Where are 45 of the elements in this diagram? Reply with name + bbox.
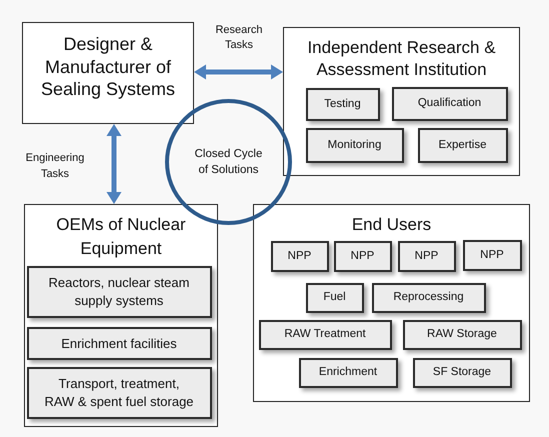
facility-box xyxy=(402,320,522,350)
equipment-label: Enrichment facilities xyxy=(61,334,177,352)
organization-name: OEMs of Nuclear Equipment xyxy=(55,214,187,260)
facility-label: NPP xyxy=(414,248,438,264)
facility-box xyxy=(258,320,392,350)
service-label: Monitoring xyxy=(328,138,382,152)
facility-box xyxy=(412,358,512,388)
organization-box xyxy=(24,204,218,427)
facility-label: Enrichment xyxy=(318,365,378,380)
service-box xyxy=(392,86,508,120)
organization-box xyxy=(283,27,520,176)
organization-name: Designer & Manufacturer of Sealing Systems xyxy=(40,33,176,100)
service-box xyxy=(418,128,508,162)
facility-box xyxy=(306,282,364,312)
facility-box xyxy=(372,282,486,312)
double-arrow xyxy=(194,64,283,80)
service-box xyxy=(306,128,404,162)
facility-box xyxy=(398,240,456,272)
organization-box xyxy=(22,22,194,124)
facility-label: NPP xyxy=(288,248,312,264)
cycle-label: Closed Cycle of Solutions xyxy=(194,147,264,178)
organization-box xyxy=(253,204,530,402)
service-box xyxy=(306,88,380,120)
facility-label: Fuel xyxy=(323,290,346,305)
facility-label: NPP xyxy=(480,248,504,262)
facility-label: Reprocessing xyxy=(393,290,464,305)
equipment-label: Transport, treatment, RAW & spent fuel storage xyxy=(43,374,195,410)
facility-box xyxy=(462,240,522,270)
equipment-box xyxy=(26,266,212,318)
organization-name: Independent Research & Assessment Institution xyxy=(306,37,497,81)
organization-name: End Users xyxy=(352,214,432,236)
facility-label: NPP xyxy=(350,248,374,264)
facility-box xyxy=(270,240,328,272)
facility-label: RAW Storage xyxy=(427,327,497,342)
facility-box xyxy=(334,240,392,272)
facility-label: RAW Treatment xyxy=(284,327,366,342)
service-label: Expertise xyxy=(438,138,486,152)
service-label: Qualification xyxy=(418,96,482,111)
service-label: Testing xyxy=(324,96,361,112)
equipment-label: Reactors, nuclear steam supply systems xyxy=(48,274,190,310)
double-arrow xyxy=(106,124,122,204)
equipment-box xyxy=(26,326,212,360)
facility-box xyxy=(298,358,398,388)
equipment-box xyxy=(26,366,212,418)
facility-label: SF Storage xyxy=(432,365,492,380)
